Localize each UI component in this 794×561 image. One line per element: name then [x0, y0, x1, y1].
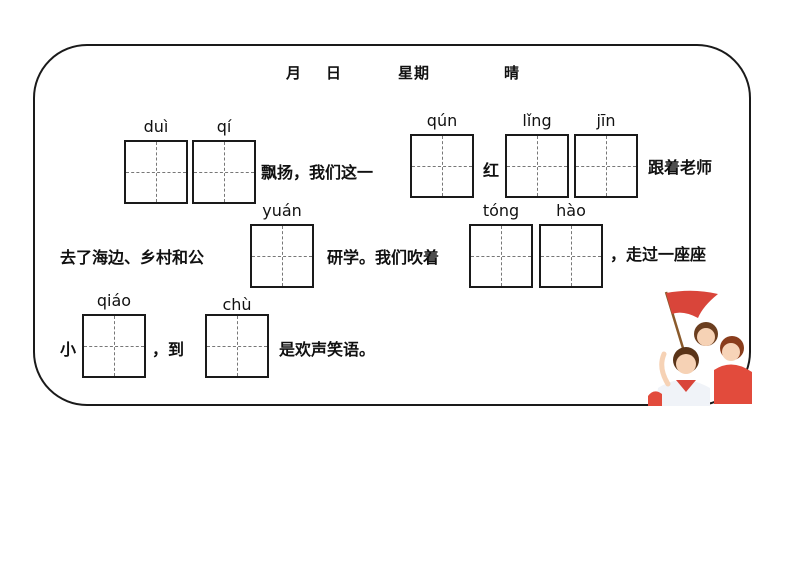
pinyin-yuan: yuán [262, 201, 302, 220]
char-box-ling[interactable] [505, 134, 569, 198]
char-box-qi[interactable] [192, 140, 256, 204]
char-box-qiao[interactable] [82, 314, 146, 378]
line2-text-c: ，走过一座座 [610, 245, 707, 264]
line3-text-b: ，到 [152, 340, 185, 359]
worksheet-frame [33, 44, 751, 406]
char-box-dui[interactable] [124, 140, 188, 204]
line1-text-b: 红 [483, 161, 500, 180]
char-box-jin[interactable] [574, 134, 638, 198]
pinyin-chu: chù [222, 295, 252, 314]
line3-text-a: 小 [60, 340, 77, 359]
line2-text-b: 研学。我们吹着 [327, 248, 440, 267]
header-day: 日 [326, 64, 343, 82]
line1-text-a: 飘扬，我们这一 [261, 163, 374, 182]
char-box-chu[interactable] [205, 314, 269, 378]
line3-text-c: 是欢声笑语。 [279, 340, 376, 359]
pinyin-qun: qún [426, 111, 458, 130]
pinyin-ling: lǐng [522, 111, 552, 130]
char-box-tong[interactable] [469, 224, 533, 288]
char-box-qun[interactable] [410, 134, 474, 198]
pinyin-qiao: qiáo [96, 291, 132, 310]
line2-text-a: 去了海边、乡村和公 [60, 248, 205, 267]
header-month: 月 [286, 64, 303, 82]
pinyin-jin: jīn [596, 111, 616, 130]
pinyin-dui: duì [143, 117, 169, 136]
children-waving-red-flag-icon [648, 290, 752, 406]
char-box-yuan[interactable] [250, 224, 314, 288]
line1-text-c: 跟着老师 [648, 158, 713, 177]
header-weather: 晴 [504, 64, 521, 82]
char-box-hao[interactable] [539, 224, 603, 288]
pinyin-qi: qí [216, 117, 232, 136]
pinyin-hao: hào [556, 201, 586, 220]
pinyin-tong: tóng [482, 201, 520, 220]
header-weekday: 星期 [398, 64, 431, 82]
